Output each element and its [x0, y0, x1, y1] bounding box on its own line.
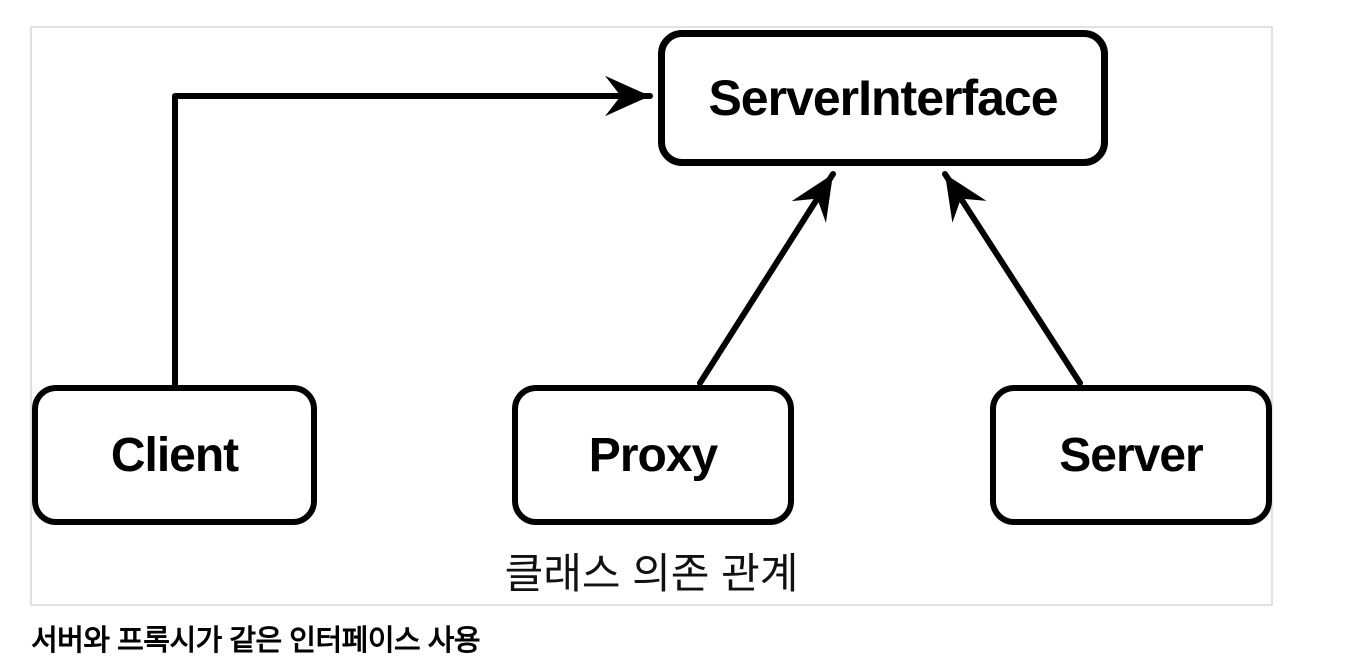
server-label: Server: [1059, 428, 1203, 482]
client-node: Client: [32, 385, 317, 525]
diagram-caption: 클래스 의존 관계: [504, 550, 799, 597]
proxy-label: Proxy: [588, 428, 718, 482]
proxy-node: Proxy: [512, 385, 794, 525]
server-interface-node: ServerInterface: [658, 30, 1108, 166]
server-interface-label: ServerInterface: [708, 70, 1058, 126]
footer-caption: 서버와 프록시가 같은 인터페이스 사용: [31, 625, 481, 657]
client-label: Client: [110, 428, 239, 482]
server-node: Server: [990, 385, 1272, 525]
